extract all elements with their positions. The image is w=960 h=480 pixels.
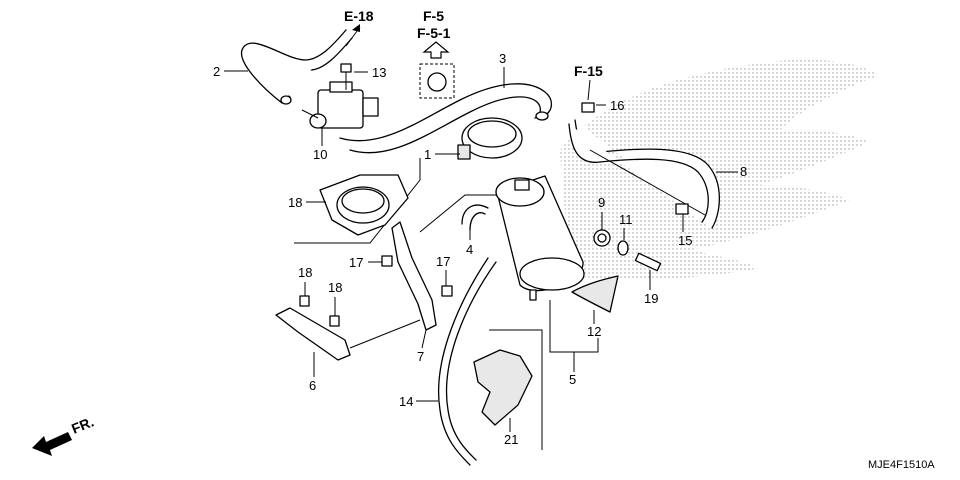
front-direction-marker: FR.	[32, 413, 96, 456]
arrow-up-icon	[422, 41, 450, 59]
callout-9: 9	[598, 195, 605, 210]
callout-12: 12	[587, 324, 601, 339]
arrow-left-icon	[32, 432, 72, 456]
reference-e18: E-18	[344, 8, 374, 47]
canister-5	[495, 175, 585, 301]
bolt-13	[340, 63, 352, 90]
callout-18a: 18	[298, 265, 312, 280]
callout-6: 6	[309, 378, 316, 393]
dashed-inset-box	[419, 63, 455, 99]
reference-e18-label: E-18	[344, 8, 374, 24]
reference-f51-label: F-5-1	[417, 25, 451, 41]
stay-7	[381, 221, 453, 331]
callout-17a: 17	[349, 255, 363, 270]
band-20	[319, 174, 409, 236]
hose-2	[240, 29, 353, 105]
rubber-12	[571, 275, 619, 313]
callout-2: 2	[213, 64, 220, 79]
callout-14: 14	[399, 394, 413, 409]
callout-10: 10	[313, 147, 327, 162]
callout-7: 7	[417, 349, 424, 364]
reference-f15-label: F-15	[574, 63, 603, 79]
callout-15: 15	[678, 233, 692, 248]
callout-5: 5	[569, 372, 576, 387]
bolt-19	[634, 252, 662, 272]
callout-16: 16	[610, 98, 624, 113]
band-1	[457, 117, 523, 160]
callout-19: 19	[644, 291, 658, 306]
reference-f5-label: F-5	[423, 8, 444, 24]
hose-3	[339, 83, 553, 154]
grommet-9	[593, 229, 611, 247]
stay-6	[275, 295, 421, 361]
callout-8: 8	[740, 164, 747, 179]
callout-13: 13	[372, 65, 386, 80]
cover-21	[473, 349, 533, 426]
collar-11	[617, 240, 629, 256]
hose-8	[568, 102, 720, 229]
reference-f15: F-15	[574, 63, 603, 101]
callout-20: 18	[288, 195, 302, 210]
solenoid-valve-10	[301, 81, 379, 129]
front-label: FR.	[69, 413, 96, 436]
clip-15	[675, 203, 689, 215]
callout-3: 3	[499, 51, 506, 66]
tube-14	[438, 257, 497, 466]
callouts: 2 3 13 10 1 16 8 18 9 11 15 4 17 17 18 1…	[213, 51, 747, 447]
diagram-code: MJE4F1510A	[868, 459, 935, 471]
callout-21: 21	[504, 432, 518, 447]
reference-f5: F-5 F-5-1	[417, 8, 455, 99]
callout-4: 4	[466, 242, 473, 257]
watermark-wing-logo	[560, 59, 880, 280]
callout-11: 11	[619, 212, 633, 227]
callout-18b: 18	[328, 280, 342, 295]
hose-4	[461, 204, 489, 231]
callout-1: 1	[424, 147, 431, 162]
callout-17b: 17	[436, 254, 450, 269]
